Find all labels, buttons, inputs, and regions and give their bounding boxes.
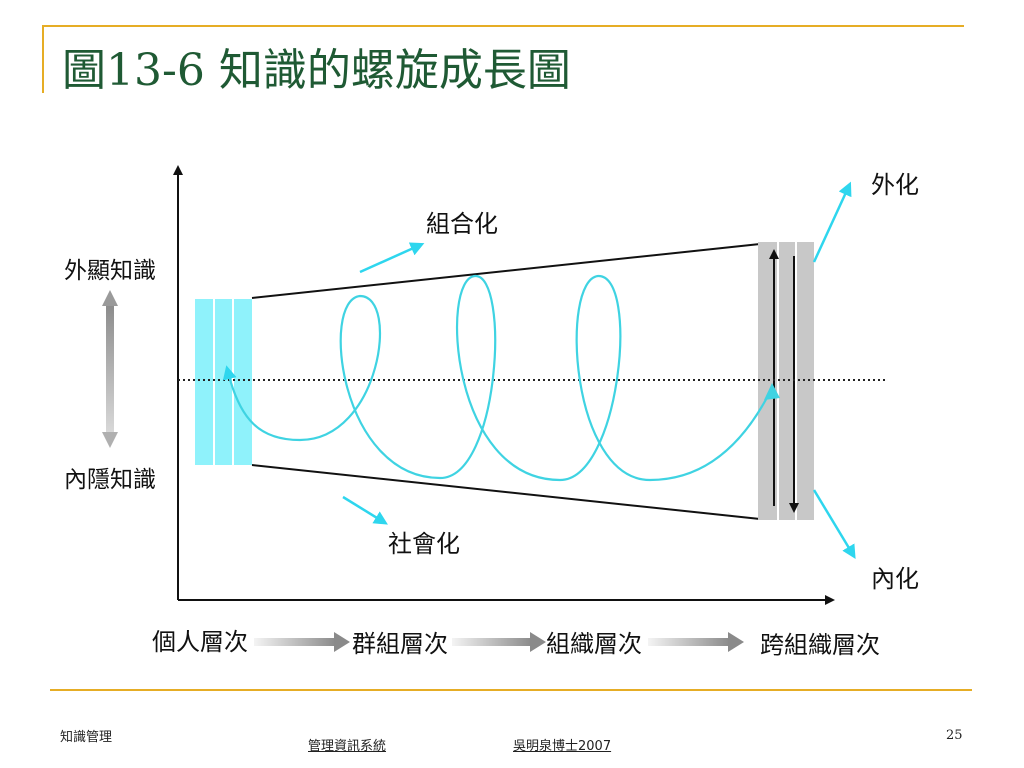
slide-title: 圖13-6 知識的螺旋成長圖 [62,45,571,96]
spiral-entry-arrowhead [764,383,780,400]
socialization-arrow [342,495,388,525]
label-combination: 組合化 [426,210,498,238]
combination-arrow [359,242,425,274]
inter-organizational-knowledge-box [758,242,814,520]
footer-subject: 管理資訊系統 [308,739,387,754]
funnel-top-edge [251,243,761,299]
label-externalization: 外化 [871,171,919,199]
internalization-arrow [812,489,856,559]
label-internalization: 內化 [871,565,919,593]
footer-rule [50,689,972,691]
level-individual: 個人層次 [152,628,248,656]
footer-course: 知識管理 [60,730,113,745]
knowledge-spiral [222,274,771,482]
level-arrow-3 [648,632,744,652]
vertical-double-arrow [102,290,118,448]
label-socialization: 社會化 [388,530,460,558]
y-label-tacit: 內隱知識 [64,467,156,493]
level-arrow-2 [452,632,546,652]
header-side-rule [42,25,44,93]
footer-author: 吳明泉博士2007 [513,739,612,754]
header-rule [42,25,964,27]
funnel-bottom-edge [251,464,761,520]
level-inter-organization: 跨組織層次 [760,631,880,659]
individual-knowledge-box [195,299,252,465]
level-organization: 組織層次 [546,630,642,658]
level-group: 群組層次 [352,630,448,658]
level-arrow-1 [254,632,350,652]
page-number: 25 [946,728,963,743]
externalization-arrow [812,181,852,263]
y-label-explicit: 外顯知識 [64,258,156,284]
